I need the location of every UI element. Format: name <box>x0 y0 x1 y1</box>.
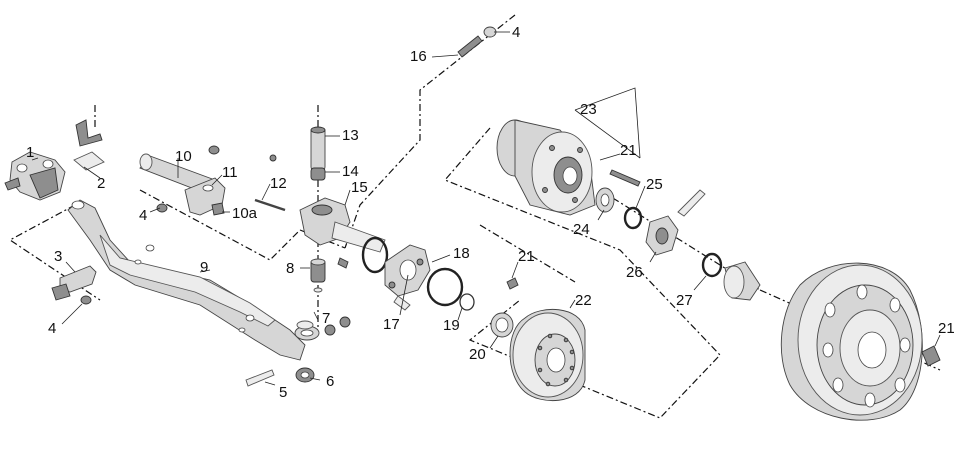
callout-13: 13 <box>342 127 359 144</box>
spring-bracket-part <box>4 151 66 201</box>
callout-23: 23 <box>580 101 597 118</box>
tie-rod-part <box>139 145 226 216</box>
callout-25: 25 <box>646 176 663 193</box>
leader-lines <box>31 31 941 386</box>
callout-8: 8 <box>286 260 294 277</box>
callout-24: 24 <box>573 221 590 238</box>
callout-27: 27 <box>676 292 693 309</box>
pin-washer-parts <box>245 287 351 387</box>
nut-parts <box>80 26 497 305</box>
bracket-plate-part <box>73 119 105 171</box>
wheel-hub-part <box>496 119 596 216</box>
callout-18: 18 <box>453 245 470 262</box>
axle-beam-part <box>67 199 320 361</box>
bolt-part <box>254 154 286 212</box>
shackle-part <box>51 265 97 301</box>
callout-20: 20 <box>469 346 486 363</box>
callout-5: 5 <box>279 384 287 401</box>
callout-21c: 21 <box>938 320 955 337</box>
callout-10: 10 <box>175 148 192 165</box>
hub-cap-part <box>701 252 761 301</box>
callout-1: 1 <box>26 144 34 161</box>
callout-2: 2 <box>97 175 105 192</box>
brake-drum-part <box>509 308 586 402</box>
callout-16: 16 <box>410 48 427 65</box>
rim-vent-holes <box>822 284 911 408</box>
callout-labels: 1 2 3 4 4 4 5 6 7 8 9 10 10a 11 12 13 14… <box>26 24 955 401</box>
bearing-part <box>490 312 514 338</box>
callout-22: 22 <box>575 292 592 309</box>
callout-26: 26 <box>626 264 643 281</box>
castle-nut-part <box>645 189 706 256</box>
callout-17: 17 <box>383 316 400 333</box>
callout-4b: 4 <box>48 320 56 337</box>
drum-bolt-holes <box>537 333 575 387</box>
callout-14: 14 <box>342 163 359 180</box>
callout-12: 12 <box>270 175 287 192</box>
kingpin-part <box>310 126 326 283</box>
wheel-rim-part <box>780 262 941 421</box>
callout-4a: 4 <box>139 207 147 224</box>
callout-15: 15 <box>351 179 368 196</box>
callout-4c: 4 <box>512 24 520 41</box>
callout-6: 6 <box>326 373 334 390</box>
hub-bearing-part <box>595 187 643 230</box>
callout-9: 9 <box>200 259 208 276</box>
callout-7: 7 <box>322 310 330 327</box>
wheel-stud-parts <box>506 169 641 290</box>
callout-21b: 21 <box>620 142 637 159</box>
stud-part <box>457 35 483 58</box>
callout-21a: 21 <box>518 248 535 265</box>
steering-knuckle-part <box>299 197 386 269</box>
callout-10a: 10a <box>232 205 258 222</box>
callout-3: 3 <box>54 248 62 265</box>
callout-11: 11 <box>222 164 238 181</box>
callout-19: 19 <box>443 317 460 334</box>
seal-ring-parts <box>426 267 475 311</box>
